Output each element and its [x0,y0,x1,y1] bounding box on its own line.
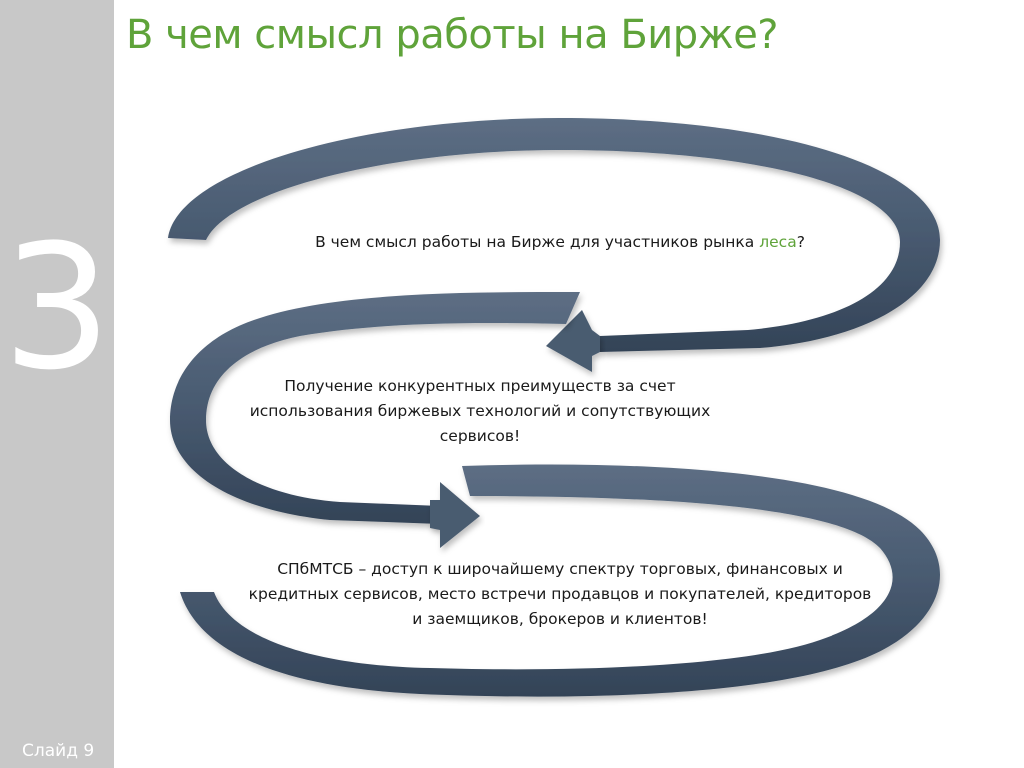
loop-arrow-2 [170,292,580,524]
arrow-head-2 [430,482,480,548]
page-title: В чем смысл работы на Бирже? [126,12,779,58]
step-2-line: Получение конкурентных преимуществ за сч… [284,377,676,395]
arrow-head-1 [546,310,600,372]
step-1-text: В чем смысл работы на Бирже для участник… [240,230,880,255]
step-1-highlight: леса [759,233,797,251]
step-3-line: кредитных сервисов, место встречи продав… [248,585,872,603]
slide-number-label: Слайд 9 [22,741,95,761]
step-2-line: использования биржевых технологий и сопу… [249,402,711,420]
step-3-line: СПбМТСБ – доступ к широчайшему спектру т… [277,560,843,578]
step-3-line: и заемщиков, брокеров и клиентов! [412,610,708,628]
step-2-text: Получение конкурентных преимуществ за сч… [200,374,760,449]
step-1-text-end: ? [796,233,805,251]
step-3-text: СПбМТСБ – доступ к широчайшему спектру т… [180,557,940,632]
step-2-line: сервисов! [439,427,521,445]
step-1-text-main: В чем смысл работы на Бирже для участник… [315,233,760,251]
section-number: 3 [2,207,112,408]
sidebar: 3 Слайд 9 [0,0,114,768]
